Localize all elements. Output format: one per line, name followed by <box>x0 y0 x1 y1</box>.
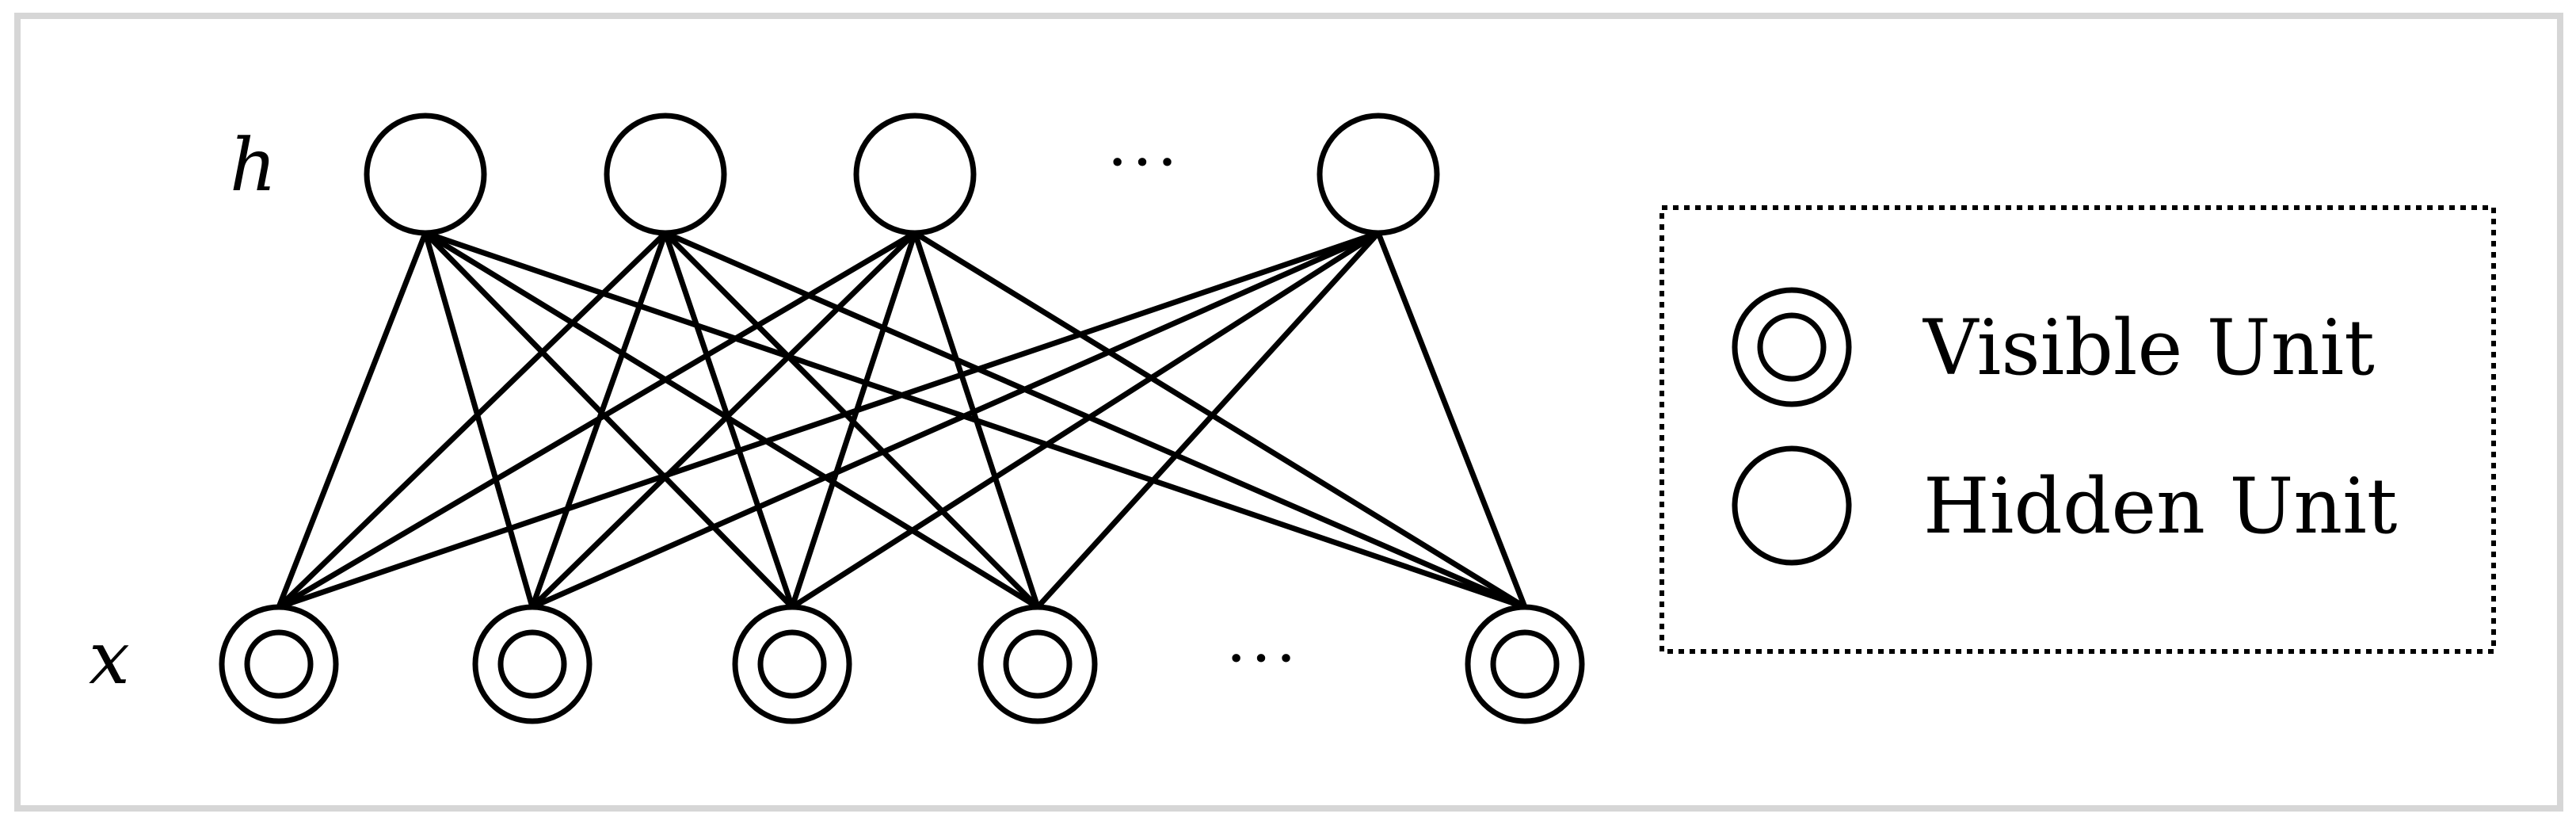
legend-hidden-label: Hidden Unit <box>1923 462 2398 551</box>
legend: Visible Unit Hidden Unit <box>1660 205 2496 654</box>
visible-unit-4-inner <box>1003 629 1073 699</box>
hidden-layer-label: h <box>230 123 276 208</box>
edge-h3-x4 <box>912 230 1041 610</box>
connection-edges <box>276 230 1528 610</box>
edge-h2-x3 <box>662 230 795 610</box>
edge-h3-x1 <box>276 230 918 610</box>
edge-h4-x5 <box>1375 230 1528 610</box>
network-units <box>219 113 1585 724</box>
hidden-unit-4 <box>1317 113 1440 236</box>
edge-h1-x2 <box>422 230 535 610</box>
edge-h4-x2 <box>529 230 1381 610</box>
hidden-unit-1 <box>364 113 487 236</box>
visible-unit-1-inner <box>244 629 314 699</box>
visible-ellipsis: ··· <box>1226 621 1301 695</box>
edge-h3-x5 <box>912 230 1528 610</box>
hidden-unit-2 <box>604 113 727 236</box>
visible-unit-5-inner <box>1490 629 1560 699</box>
edge-h4-x3 <box>789 230 1381 610</box>
legend-visible-unit-icon-inner <box>1757 312 1827 382</box>
edge-h4-x1 <box>276 230 1381 610</box>
hidden-ellipsis: ··· <box>1107 125 1182 199</box>
visible-unit-3-inner <box>757 629 827 699</box>
visible-layer-label: x <box>89 616 130 701</box>
edge-h3-x3 <box>789 230 918 610</box>
edge-h1-x1 <box>276 230 429 610</box>
legend-box <box>1660 205 2496 654</box>
hidden-unit-3 <box>853 113 977 236</box>
edge-h4-x4 <box>1035 230 1381 610</box>
legend-hidden-unit-icon <box>1732 445 1852 566</box>
legend-visible-label: Visible Unit <box>1922 304 2375 392</box>
edge-h2-x1 <box>276 230 669 610</box>
edge-h3-x2 <box>529 230 918 610</box>
edge-h1-x3 <box>422 230 795 610</box>
visible-unit-2-inner <box>497 629 567 699</box>
